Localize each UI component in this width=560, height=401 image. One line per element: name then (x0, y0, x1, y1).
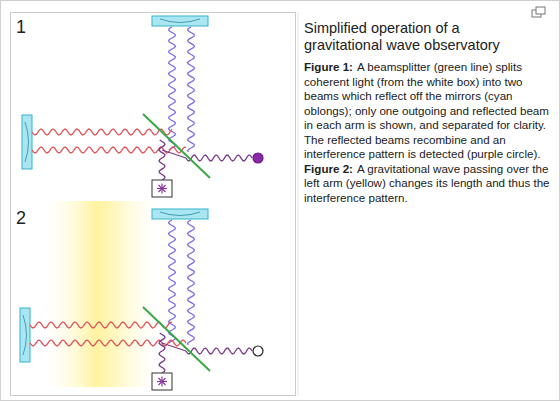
figure-number: 1 (16, 17, 26, 37)
mirror-curve (160, 212, 200, 216)
beamsplitter (143, 307, 210, 371)
figure-one (22, 16, 263, 197)
light-beam (188, 220, 195, 345)
light-beam (186, 155, 252, 161)
light-beam (30, 322, 172, 328)
light-star (158, 185, 165, 192)
figure-two (20, 201, 263, 390)
detector (253, 346, 263, 356)
mirror-curve (25, 122, 29, 162)
figure-panel (11, 13, 296, 396)
expand-icon (532, 7, 545, 17)
mirror (152, 16, 208, 26)
figure-number: 2 (16, 208, 26, 228)
light-beam (159, 333, 165, 373)
caption-text: A beamsplitter (green line) splits coher… (304, 60, 549, 160)
mirror-curve (23, 315, 27, 355)
divider (298, 12, 299, 396)
title: Simplified operation of a gravitational … (304, 20, 536, 54)
light-beam (32, 129, 172, 135)
caption-paragraph: Figure 2:A gravitational wave passing ov… (304, 162, 550, 206)
mirror (20, 308, 30, 362)
caption-paragraph: Figure 1:A beamsplitter (green line) spl… (304, 60, 550, 162)
caption-block: Figure 1:A beamsplitter (green line) spl… (304, 60, 550, 205)
light-source (152, 373, 172, 390)
figure-label: Figure 1: (304, 60, 353, 73)
detector (253, 153, 263, 163)
mirror (22, 115, 32, 169)
light-source (152, 180, 172, 197)
light-star (158, 378, 165, 385)
gravitational-wave (46, 201, 156, 387)
beamsplitter (143, 114, 210, 178)
light-beam (188, 27, 195, 152)
mirror-curve (160, 19, 200, 23)
figure-label: Figure 2: (304, 162, 353, 175)
light-beam (159, 140, 165, 180)
light-beam (186, 348, 252, 354)
mirror (152, 209, 208, 219)
light-beam (169, 220, 176, 343)
